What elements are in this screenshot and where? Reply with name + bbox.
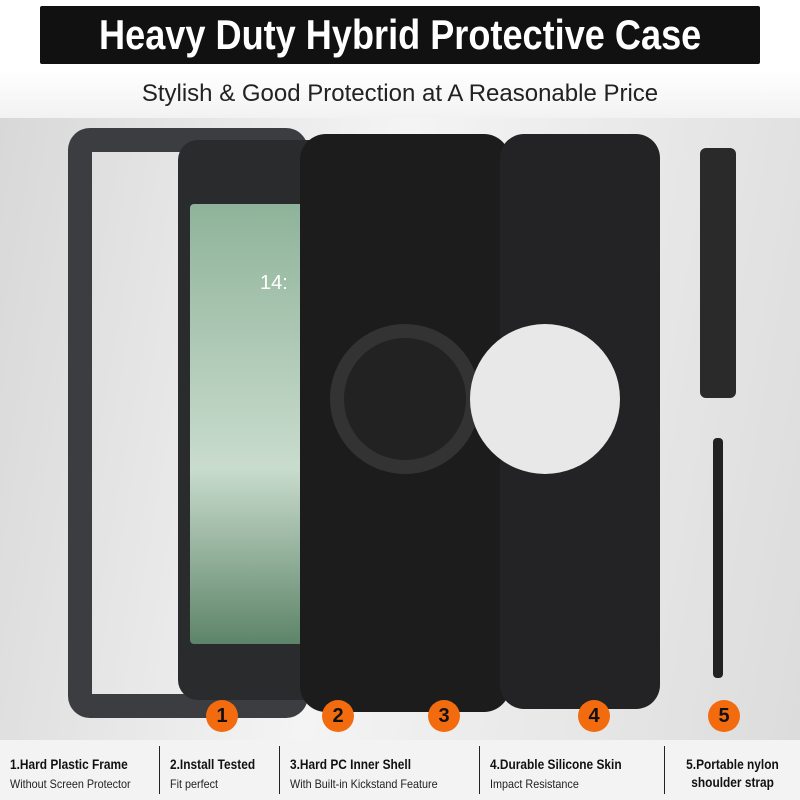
feature-desc: Impact Resistance	[490, 777, 579, 791]
feature-title: 4.Durable Silicone Skin	[490, 756, 622, 772]
clock-text: 14:	[260, 272, 288, 294]
feature-desc: Fit perfect	[170, 777, 219, 791]
silicone-skin	[470, 134, 660, 709]
feature-2: 2.Install Tested Fit perfect	[160, 746, 280, 794]
badge-5: 5	[708, 700, 740, 732]
title-bar: Heavy Duty Hybrid Protective Case	[40, 6, 760, 64]
shoulder-strap	[713, 438, 723, 678]
badge-4: 4	[578, 700, 610, 732]
feature-desc: shoulder strap	[691, 774, 774, 790]
feature-strip: 1.Hard Plastic Frame Without Screen Prot…	[0, 740, 800, 800]
feature-desc: Without Screen Protector	[10, 777, 131, 791]
skin-cutout	[470, 324, 620, 474]
page-title: Heavy Duty Hybrid Protective Case	[98, 11, 702, 58]
feature-desc: With Built-in Kickstand Feature	[290, 777, 438, 791]
feature-1: 1.Hard Plastic Frame Without Screen Prot…	[0, 746, 160, 794]
product-illustration: 14: 1 2 3 4 5	[0, 118, 800, 740]
feature-title: 2.Install Tested	[170, 756, 256, 772]
badge-2: 2	[322, 700, 354, 732]
badge-3: 3	[428, 700, 460, 732]
feature-5: 5.Portable nylon shoulder strap	[665, 746, 800, 794]
hand-strap	[700, 148, 736, 398]
badge-1: 1	[206, 700, 238, 732]
feature-3: 3.Hard PC Inner Shell With Built-in Kick…	[280, 746, 480, 794]
hard-pc-inner-shell	[300, 134, 510, 712]
feature-title: 5.Portable nylon	[686, 756, 779, 772]
feature-4: 4.Durable Silicone Skin Impact Resistanc…	[480, 746, 665, 794]
rotating-kickstand	[330, 324, 480, 474]
title-banner: Heavy Duty Hybrid Protective Case	[0, 0, 800, 70]
feature-title: 1.Hard Plastic Frame	[10, 756, 128, 772]
subtitle: Stylish & Good Protection at A Reasonabl…	[0, 70, 800, 118]
feature-title: 3.Hard PC Inner Shell	[290, 756, 412, 772]
